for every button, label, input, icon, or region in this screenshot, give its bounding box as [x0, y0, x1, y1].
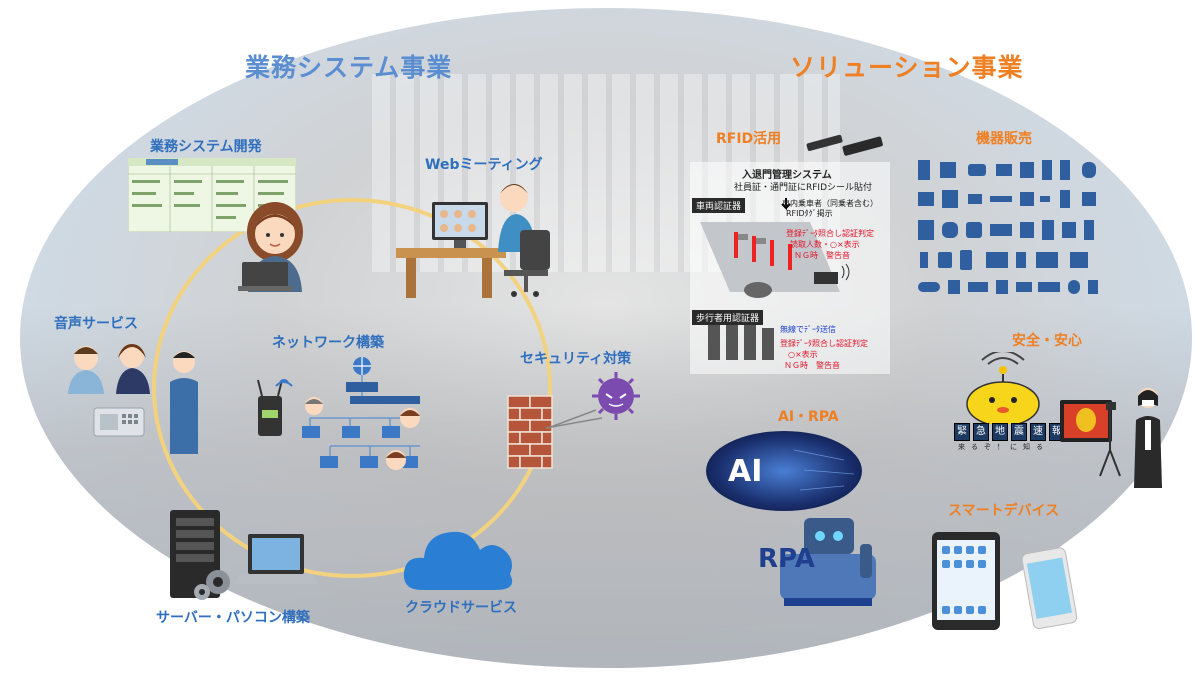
server-pc-illustration [170, 510, 318, 600]
vehicle-gate-tag: 車両認証器 [692, 198, 746, 213]
network-illustration [257, 357, 420, 470]
device-icons-grid [918, 160, 1098, 294]
ai-rpa-label: AI・RPA [778, 409, 839, 425]
walker-red-1: 登録ﾃﾞｰﾀ照合し認証判定 [780, 339, 868, 348]
rfid-reader-icon [806, 134, 883, 156]
security-illustration [507, 372, 640, 469]
voice-service-label: 音声サービス [54, 316, 138, 332]
quake-alert-subtitle: 来るぞ！に知る [958, 443, 1049, 451]
walker-red-2: ○×表示 [788, 350, 818, 359]
web-meeting-label: Webミーティング [425, 157, 543, 173]
woman-laptop-illustration [238, 202, 303, 292]
quake-alert-char: 急 [973, 423, 989, 441]
smart-device-label: スマートデバイス [948, 503, 1060, 519]
network-label: ネットワーク構築 [272, 335, 384, 351]
ai-logo-text: AI [728, 454, 763, 489]
vehicle-note-2: RFIDﾀｸﾞ掲示 [786, 209, 833, 218]
vehicle-red-3: ＮＧ時 警告音 [794, 251, 850, 260]
vehicle-red-1: 登録ﾃﾞｰﾀ照合し認証判定 [786, 229, 874, 238]
rpa-logo-text: RPA [758, 544, 815, 574]
safety-label: 安全・安心 [1012, 333, 1082, 349]
voice-service-illustration [68, 344, 198, 454]
rfid-label: RFID活用 [716, 131, 782, 147]
quake-alert-banner: 緊 急 地 震 速 報 [954, 423, 1068, 441]
quake-alert-char: 地 [992, 423, 1008, 441]
vehicle-note-1: 車内乗車者（同乗者含む） [782, 199, 878, 208]
quake-alert-char: 震 [1011, 423, 1027, 441]
service-ring [152, 198, 552, 578]
vehicle-red-2: 読取人数・○×表示 [790, 240, 860, 249]
business-system-title: 業務システム事業 [245, 53, 453, 82]
server-pc-label: サーバー・パソコン構築 [156, 610, 310, 626]
walker-red-3: ＮＧ時 警告音 [784, 361, 840, 370]
security-label: セキュリティ対策 [520, 351, 632, 367]
system-dev-label: 業務システム開発 [150, 139, 262, 155]
quake-alert-char: 速 [1030, 423, 1046, 441]
solution-title: ソリューション事業 [790, 53, 1024, 82]
ai-graphic [706, 431, 862, 511]
walker-note: 無線でﾃﾞｰﾀ送信 [780, 325, 836, 334]
devices-sales-label: 機器販売 [976, 131, 1032, 147]
rfid-heading: 入退門管理システム [742, 170, 832, 181]
quake-alert-char: 緊 [954, 423, 970, 441]
rfid-gate-drawing [690, 162, 890, 374]
rpa-robot-graphic [780, 518, 876, 606]
web-meeting-illustration [396, 184, 550, 298]
smart-devices-illustration [932, 532, 1078, 630]
rfid-subheading: 社員証・通門証にRFIDシール貼付 [734, 183, 873, 193]
cloud-icon [403, 531, 513, 590]
walker-gate-tag: 歩行者用認証器 [692, 310, 764, 325]
thermal-screening-illustration [1060, 388, 1162, 488]
quake-alert-mascot [966, 352, 1040, 424]
cloud-label: クラウドサービス [405, 600, 517, 616]
rfid-diagram: 入退門管理システム 社員証・通門証にRFIDシール貼付 車両認証器 車内乗車者（… [690, 162, 890, 374]
